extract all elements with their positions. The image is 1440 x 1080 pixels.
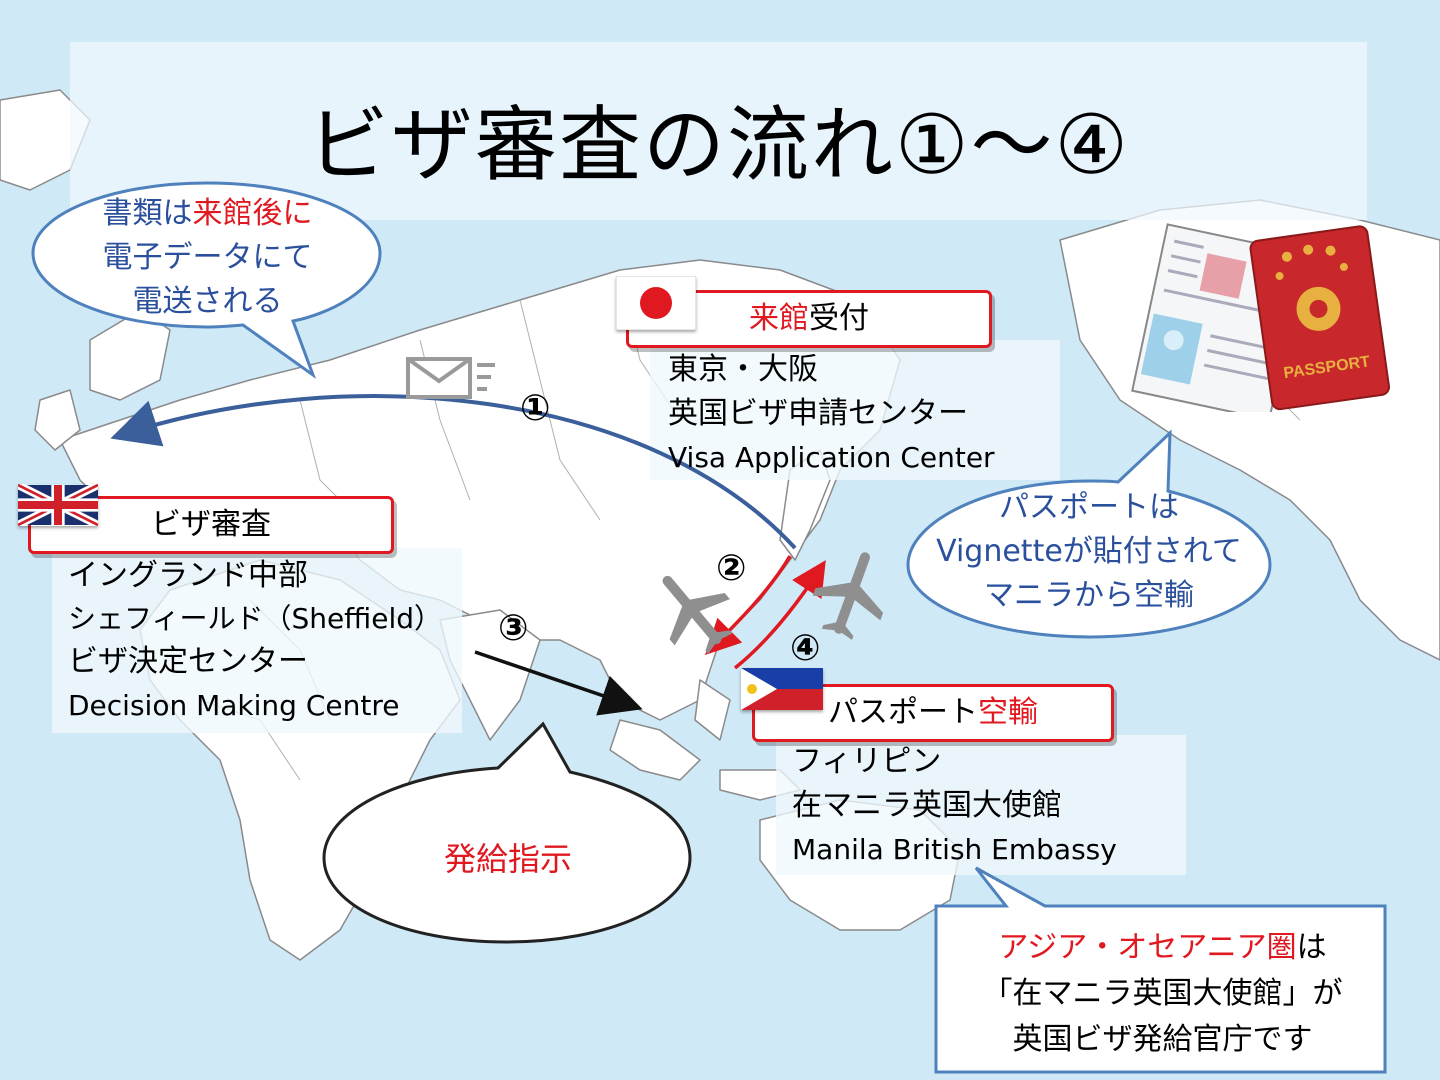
philippines-embassy-en: Manila British Embassy (792, 833, 1117, 866)
arrow-step-1 (110, 394, 797, 550)
uk-region: イングランド中部 (68, 558, 308, 593)
japan-flag-icon (616, 276, 696, 330)
envelope-icon (406, 357, 495, 399)
philippines-label-a: パスポート (828, 695, 978, 730)
page-title: ビザ審査の流れ①～④ (306, 98, 1131, 193)
note-line1a: アジア・オセアニア圏 (998, 930, 1297, 965)
bubble-right-text: パスポートは Vignetteが貼付されて マニラから空輸 (908, 486, 1270, 618)
philippines-info-panel (776, 735, 1186, 875)
note-line3: 英国ビザ発給官庁です (1012, 1022, 1313, 1057)
philippines-country: フィリピン (792, 744, 942, 779)
uk-info-panel (52, 548, 462, 733)
bubble-issue-text: 発給指示 (443, 840, 572, 878)
japan-city: 東京・大阪 (668, 352, 818, 387)
japan-label-a: 来館 (749, 301, 809, 336)
speech-bubble-top-left (31, 181, 382, 380)
bubble-right-line1: パスポートは (999, 490, 1179, 525)
airplane-icon-right (812, 552, 884, 640)
philippines-flag-icon (741, 668, 823, 710)
japan-label-b: 受付 (809, 301, 869, 336)
uk-label: ビザ審査 (151, 507, 271, 542)
step-2-number: ② (716, 548, 747, 589)
bubble-right-line3: マニラから空輸 (984, 578, 1194, 613)
note-box-frame (934, 866, 1387, 1074)
bubble-top-left-line3: 電送される (132, 284, 283, 319)
uk-flag-icon (18, 484, 98, 526)
arrow-step-3 (474, 650, 643, 716)
japan-center-jp: 英国ビザ申請センター (668, 396, 968, 431)
bubble-top-left-line2: 電子データにて (102, 240, 313, 275)
japan-center-en: Visa Application Center (668, 441, 995, 474)
passport-illustration-icon: PASSPORT (1131, 223, 1390, 412)
note-line1b: は (1296, 930, 1327, 965)
step-1-number: ① (520, 388, 551, 429)
uk-city: シェフィールド（Sheffield） (68, 602, 443, 635)
bubble-top-left-text: 書類は来館後に 電子データにて 電送される (35, 192, 380, 324)
philippines-embassy-jp: 在マニラ英国大使館 (792, 788, 1062, 823)
japan-info-panel (650, 340, 1060, 480)
uk-center-en: Decision Making Centre (68, 689, 400, 722)
speech-bubble-right (906, 429, 1272, 639)
airplane-icon-left (662, 575, 732, 654)
note-box-text: アジア・オセアニア圏は 「在マニラ英国大使館」が 英国ビザ発給官庁です (936, 925, 1389, 1063)
arrow-step-4 (733, 560, 826, 670)
speech-bubble-issue (322, 721, 692, 944)
uk-center-jp: ビザ決定センター (68, 644, 308, 679)
philippines-label-b: 空輸 (978, 695, 1038, 730)
step-3-number: ③ (498, 608, 529, 649)
bubble-right-line2: Vignetteが貼付されて (936, 534, 1242, 569)
note-line2: 「在マニラ英国大使館」が (982, 976, 1343, 1011)
bubble-top-left-line1a: 書類は (102, 196, 193, 231)
bubble-top-left-line1b: 来館後に (192, 196, 313, 231)
step-4-number: ④ (790, 628, 821, 669)
